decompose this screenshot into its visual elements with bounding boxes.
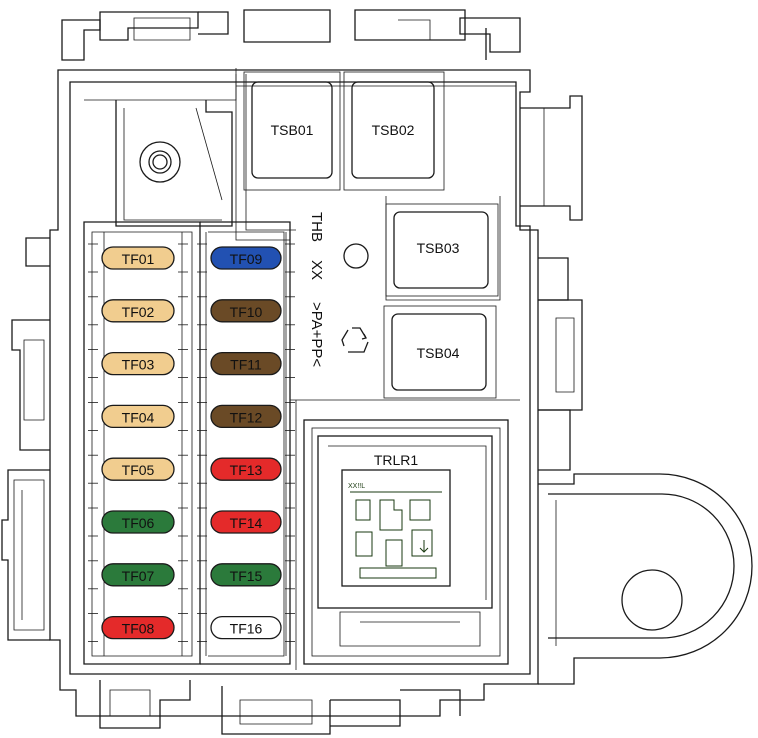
fuse-label: TF04 [122, 409, 155, 425]
relay-TSB01: TSB01 [243, 71, 341, 191]
fuse-tf14: TF14 [210, 510, 282, 534]
fuse-body [101, 299, 175, 323]
fuse-body [101, 615, 175, 640]
fuse-label: TF03 [122, 357, 155, 373]
fuse-label: TF14 [230, 515, 263, 531]
fuse-body [210, 299, 282, 323]
fuse-tf15: TF15 [210, 563, 282, 587]
fuse-label: TF10 [230, 304, 263, 320]
fuse-label: TF08 [122, 621, 155, 637]
fuse-tf05: TF05 [101, 457, 175, 481]
connector-TRLR1: TRLR1 XX!!L [303, 419, 509, 665]
relay-label-tsb04: TSB04 [417, 345, 460, 361]
fuse-label: TF15 [230, 568, 263, 584]
fuse-body [101, 404, 175, 429]
relay-label-tsb03: TSB03 [417, 240, 460, 256]
relay-label-tsb01: TSB01 [271, 122, 314, 138]
fuse-body [101, 246, 175, 270]
fuse-body [210, 404, 282, 429]
fuse-label: TF11 [230, 357, 262, 373]
relay-TSB04: TSB04 [383, 305, 497, 399]
relay-label-tsb02: TSB02 [372, 122, 415, 138]
fuse-tf13: TF13 [210, 457, 282, 481]
fuse-frame-left [83, 221, 201, 665]
molded-text-thb: THB [308, 212, 325, 242]
molded-text-material: >PA+PP< [308, 302, 325, 367]
fuse-label: TF16 [230, 621, 263, 637]
fuse-body [210, 615, 282, 640]
fuse-tf08: TF08 [101, 615, 175, 640]
fuse-tf07: TF07 [101, 563, 175, 587]
relay-TSB03: TSB03 [385, 203, 499, 297]
fuse-tf06: TF06 [101, 510, 175, 534]
recycle-icon [341, 327, 369, 353]
fuse-tf16: TF16 [210, 615, 282, 640]
fuse-label: TF13 [230, 462, 263, 478]
fuse-label: TF07 [122, 568, 155, 584]
connector-pin-pattern [350, 491, 442, 579]
fuse-label: TF05 [122, 462, 155, 478]
fuse-body [101, 510, 175, 534]
fuse-tf09: TF09 [210, 246, 282, 270]
fuse-body [101, 457, 175, 481]
fuse-body [210, 457, 282, 481]
housing-outline [1, 9, 753, 735]
stud-bolt-icon [139, 141, 181, 183]
fuse-tf02: TF02 [101, 299, 175, 323]
locating-hole-icon [343, 243, 369, 269]
fuse-tf04: TF04 [101, 404, 175, 429]
fuse-body [210, 246, 282, 270]
connector-label-trlr1: TRLR1 [374, 452, 419, 468]
connector-marking: XX!!L [348, 483, 365, 490]
molded-marking: THB XX >PA+PP< [308, 212, 325, 367]
fuse-label: TF06 [122, 515, 155, 531]
fuse-label: TF12 [230, 409, 263, 425]
fuse-tf12: TF12 [210, 404, 282, 429]
fuse-tf10: TF10 [210, 299, 282, 323]
molded-text-xx: XX [308, 260, 325, 280]
battery-stud-area [115, 100, 233, 227]
fuse-label: TF02 [122, 304, 155, 320]
fuse-tf03: TF03 [101, 351, 175, 376]
fuse-body [101, 563, 175, 587]
fuse-body [210, 563, 282, 587]
fuse-body [101, 351, 175, 376]
fuse-tf01: TF01 [101, 246, 175, 270]
fuse-label: TF09 [230, 251, 263, 267]
relay-TSB02: TSB02 [343, 71, 445, 191]
fuse-body [210, 510, 282, 534]
fuse-label: TF01 [122, 251, 155, 267]
fuse-frame-right [200, 221, 291, 665]
fuse-tf11: TF11 [210, 351, 282, 376]
fuse-body [210, 351, 282, 376]
